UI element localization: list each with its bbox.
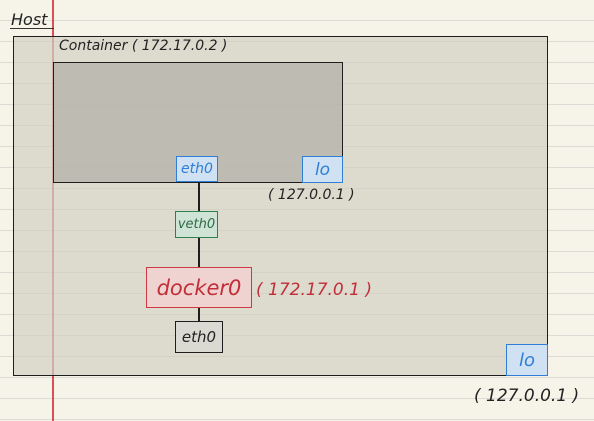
container-label: Container ( 172.17.0.2 ) <box>59 38 228 54</box>
container-eth0-interface: eth0 <box>176 156 218 182</box>
host-eth0-label: eth0 <box>181 328 217 346</box>
link-eth0-to-veth0 <box>198 183 200 211</box>
link-docker0-to-host-eth0 <box>198 308 200 321</box>
host-lo-label: lo <box>518 349 535 371</box>
host-label-underline <box>10 28 54 29</box>
container-eth0-label: eth0 <box>181 161 213 177</box>
container-lo-interface: lo <box>302 156 343 183</box>
docker0-label: docker0 <box>156 275 242 300</box>
container-lo-label: lo <box>314 159 331 180</box>
host-eth0-interface: eth0 <box>175 321 223 353</box>
veth0-interface: veth0 <box>175 211 218 238</box>
link-veth0-to-docker0 <box>198 238 200 267</box>
veth0-label: veth0 <box>177 217 216 232</box>
host-label: Host <box>11 10 48 29</box>
host-lo-interface: lo <box>506 344 548 376</box>
host-lo-address: ( 127.0.0.1 ) <box>474 386 580 406</box>
docker0-bridge: docker0 <box>146 267 252 308</box>
container-lo-address: ( 127.0.0.1 ) <box>268 187 355 203</box>
docker0-address: ( 172.17.0.1 ) <box>256 280 372 300</box>
